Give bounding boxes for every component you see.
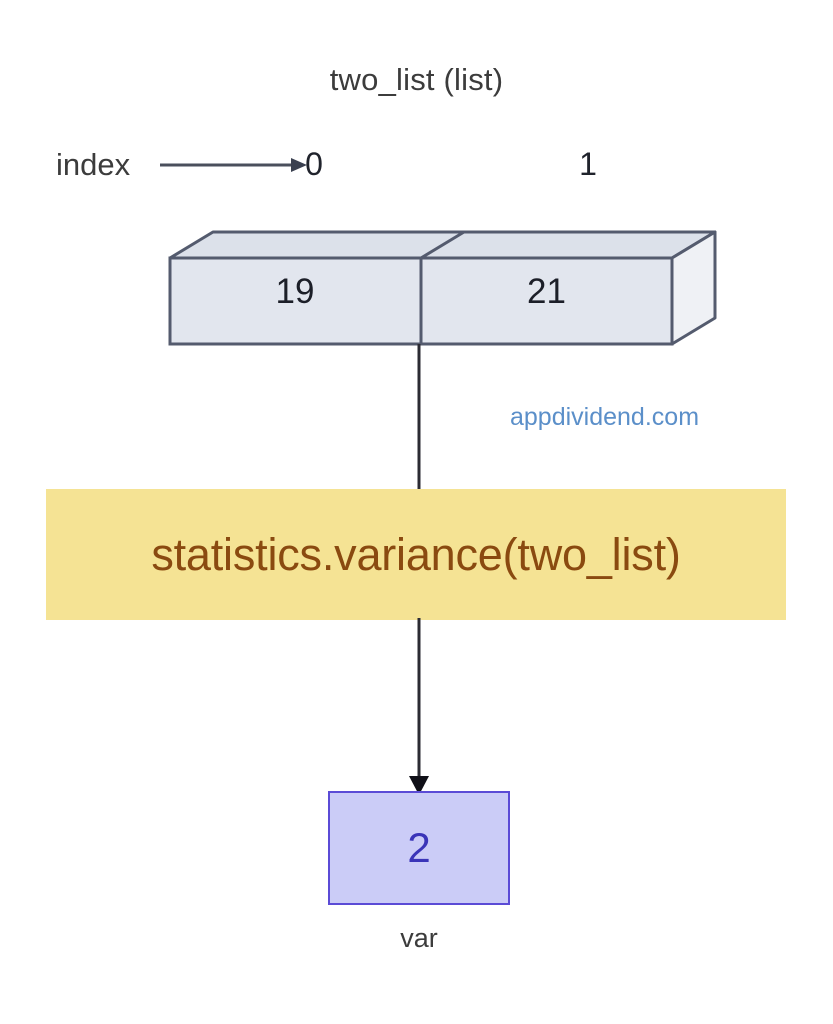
page-title: two_list (list) — [329, 62, 504, 97]
connector-call-to-result-arrow-icon — [409, 618, 429, 795]
list-cell-value-0: 19 — [275, 272, 315, 311]
result-box: 2 — [328, 791, 510, 905]
list-cell-divider-top — [420, 230, 465, 260]
result-value: 2 — [407, 824, 431, 871]
index-number-1: 1 — [579, 146, 597, 182]
connector-list-to-call — [417, 344, 421, 492]
list-box-3d — [168, 230, 717, 346]
function-call-banner: statistics.variance(two_list) — [46, 489, 786, 620]
index-label: index — [56, 147, 131, 182]
index-arrow-icon — [160, 158, 307, 172]
function-call-text: statistics.variance(two_list) — [151, 528, 681, 580]
result-label: var — [400, 923, 438, 953]
index-number-0: 0 — [305, 146, 323, 182]
watermark: appdividend.com — [510, 403, 700, 431]
list-cell-value-1: 21 — [527, 272, 566, 311]
